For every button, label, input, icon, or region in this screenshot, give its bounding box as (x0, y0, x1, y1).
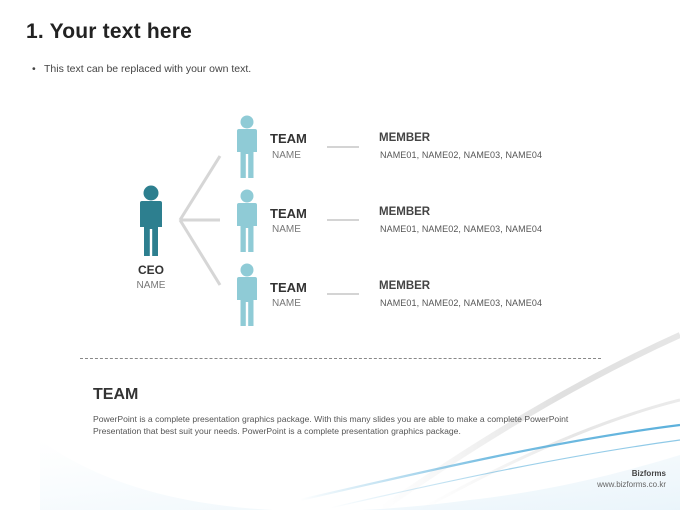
bullet-point: • (32, 63, 36, 75)
team-name: NAME (272, 150, 301, 161)
team-name: NAME (272, 224, 301, 235)
footer-description: PowerPoint is a complete presentation gr… (93, 414, 569, 436)
team-name: NAME (272, 298, 301, 309)
team-title: TEAM (270, 206, 307, 221)
slide-title: 1. Your text here (26, 20, 193, 43)
subtitle-text: This text can be replaced with your own … (44, 63, 252, 75)
ceo-title: CEO (137, 263, 164, 277)
person-icon (237, 115, 257, 178)
person-icon (237, 189, 257, 252)
team-title: TEAM (270, 280, 307, 295)
connector-team-3 (178, 219, 222, 286)
dashed-divider (80, 358, 601, 359)
member-title: MEMBER (379, 206, 431, 218)
brand-name: Bizforms (631, 469, 666, 478)
team-member-dash (327, 293, 359, 295)
ceo-name: NAME (136, 280, 166, 291)
team-member-dash (327, 146, 359, 148)
member-names: NAME01, NAME02, NAME03, NAME04 (380, 224, 543, 234)
person-icon (237, 263, 257, 326)
brand-url: www.bizforms.co.kr (597, 480, 666, 489)
member-names: NAME01, NAME02, NAME03, NAME04 (380, 150, 543, 160)
slide-subtitle: • This text can be replaced with your own… (32, 63, 251, 75)
team-title: TEAM (270, 131, 307, 146)
person-icon (140, 185, 162, 256)
connector-team-1 (178, 155, 222, 221)
member-title: MEMBER (379, 132, 431, 144)
team-member-dash (327, 219, 359, 221)
footer-title: TEAM (93, 386, 139, 403)
member-title: MEMBER (379, 280, 431, 292)
member-names: NAME01, NAME02, NAME03, NAME04 (380, 298, 543, 308)
